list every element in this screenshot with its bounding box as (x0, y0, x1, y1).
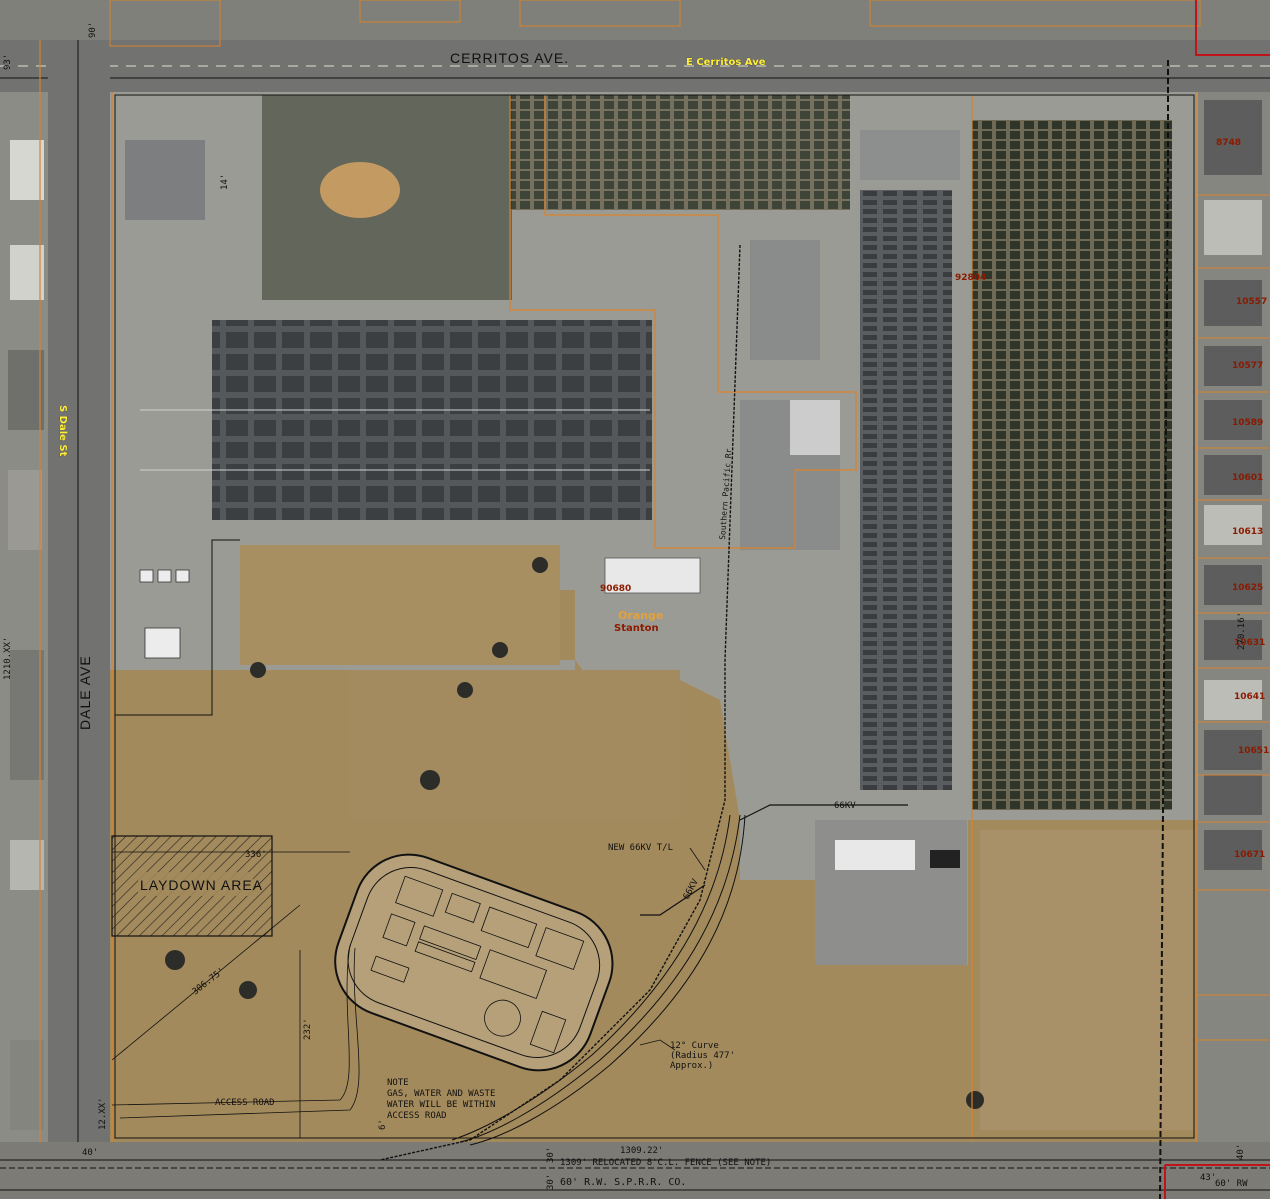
parcel-number: 92804 (955, 273, 986, 283)
parcel-number: 8748 (1216, 138, 1241, 148)
building (604, 557, 701, 594)
dim-label: 270.16' (1237, 612, 1247, 650)
note-label: ACCESS ROAD (387, 1111, 447, 1121)
parcel-number: 10577 (1232, 361, 1263, 371)
note-label: GAS, WATER AND WASTE (387, 1089, 495, 1099)
parcel-number: 10671 (1234, 850, 1265, 860)
kv-label: 66KV (834, 801, 856, 811)
proposed-plant (334, 853, 614, 1072)
note-label: WATER WILL BE WITHIN (387, 1100, 495, 1110)
laydown-label: LAYDOWN AREA (140, 877, 263, 893)
parcel-number: 10557 (1236, 297, 1267, 307)
parcel-number: 10589 (1232, 418, 1263, 428)
dale-gis-label: S Dale St (57, 405, 68, 457)
note-label: NOTE (387, 1078, 409, 1088)
north-lots (0, 0, 1270, 40)
dale-dwg-label: DALE AVE (77, 655, 93, 730)
east-bay (860, 190, 952, 790)
dim-label: 1309.22' (620, 1146, 663, 1156)
cerritos-dwg-label: CERRITOS AVE. (450, 50, 569, 66)
parcel-number: 10613 (1232, 527, 1263, 537)
parcel-number: 10651 (1238, 746, 1269, 756)
dim-label: 93' (3, 54, 13, 70)
access-road-label: ACCESS ROAD (215, 1098, 275, 1108)
dim-label: 30' (546, 1174, 556, 1190)
transmission-towers (165, 557, 984, 1109)
dim-label: 6' (378, 1119, 388, 1130)
dim-label: 12.XX' (98, 1097, 108, 1130)
dim-label: 40' (82, 1148, 98, 1158)
dim-label: 1210.XX' (3, 637, 13, 680)
east-orchard (972, 120, 1172, 810)
dim-label: 90' (88, 22, 98, 38)
rail-row-label: 60' R.W. S.P.R.R. CO. (560, 1177, 686, 1188)
parcel-number: 90680 (600, 584, 631, 594)
rail-spur (379, 244, 741, 1161)
parcel-lines (39, 40, 1197, 1142)
dim-label: 60' RW (1215, 1179, 1248, 1189)
parcel-number: 10641 (1234, 692, 1265, 702)
dale-road (48, 0, 110, 1199)
parcel-number: 10625 (1232, 583, 1263, 593)
parcel-number: 10601 (1232, 473, 1263, 483)
substation-yard (212, 320, 652, 520)
dim-label: 336' (245, 850, 267, 860)
dim-label: 30' (546, 1147, 556, 1163)
city-stanton-label: Stanton (614, 623, 659, 634)
city-orange-label: Orange (618, 609, 663, 622)
dim-label: 43' (1200, 1173, 1216, 1183)
dim-label: 1309' RELOCATED 8'C.L. FENCE (SEE NOTE) (560, 1158, 771, 1168)
east-residential (1198, 92, 1270, 1142)
curve-label: Approx.) (670, 1061, 713, 1071)
curve-label: 12° Curve (670, 1041, 719, 1051)
curve-label: (Radius 477' (670, 1051, 735, 1061)
dim-label: 14' (220, 174, 230, 190)
dim-label: 232' (303, 1018, 313, 1040)
parcel-number: 10631 (1234, 638, 1265, 648)
cerritos-gis-label: E Cerritos Ave (686, 57, 766, 68)
red-boundary (1195, 0, 1270, 56)
new-tl-label: NEW 66KV T/L (608, 843, 673, 853)
dim-label: 40' (1236, 1144, 1246, 1160)
